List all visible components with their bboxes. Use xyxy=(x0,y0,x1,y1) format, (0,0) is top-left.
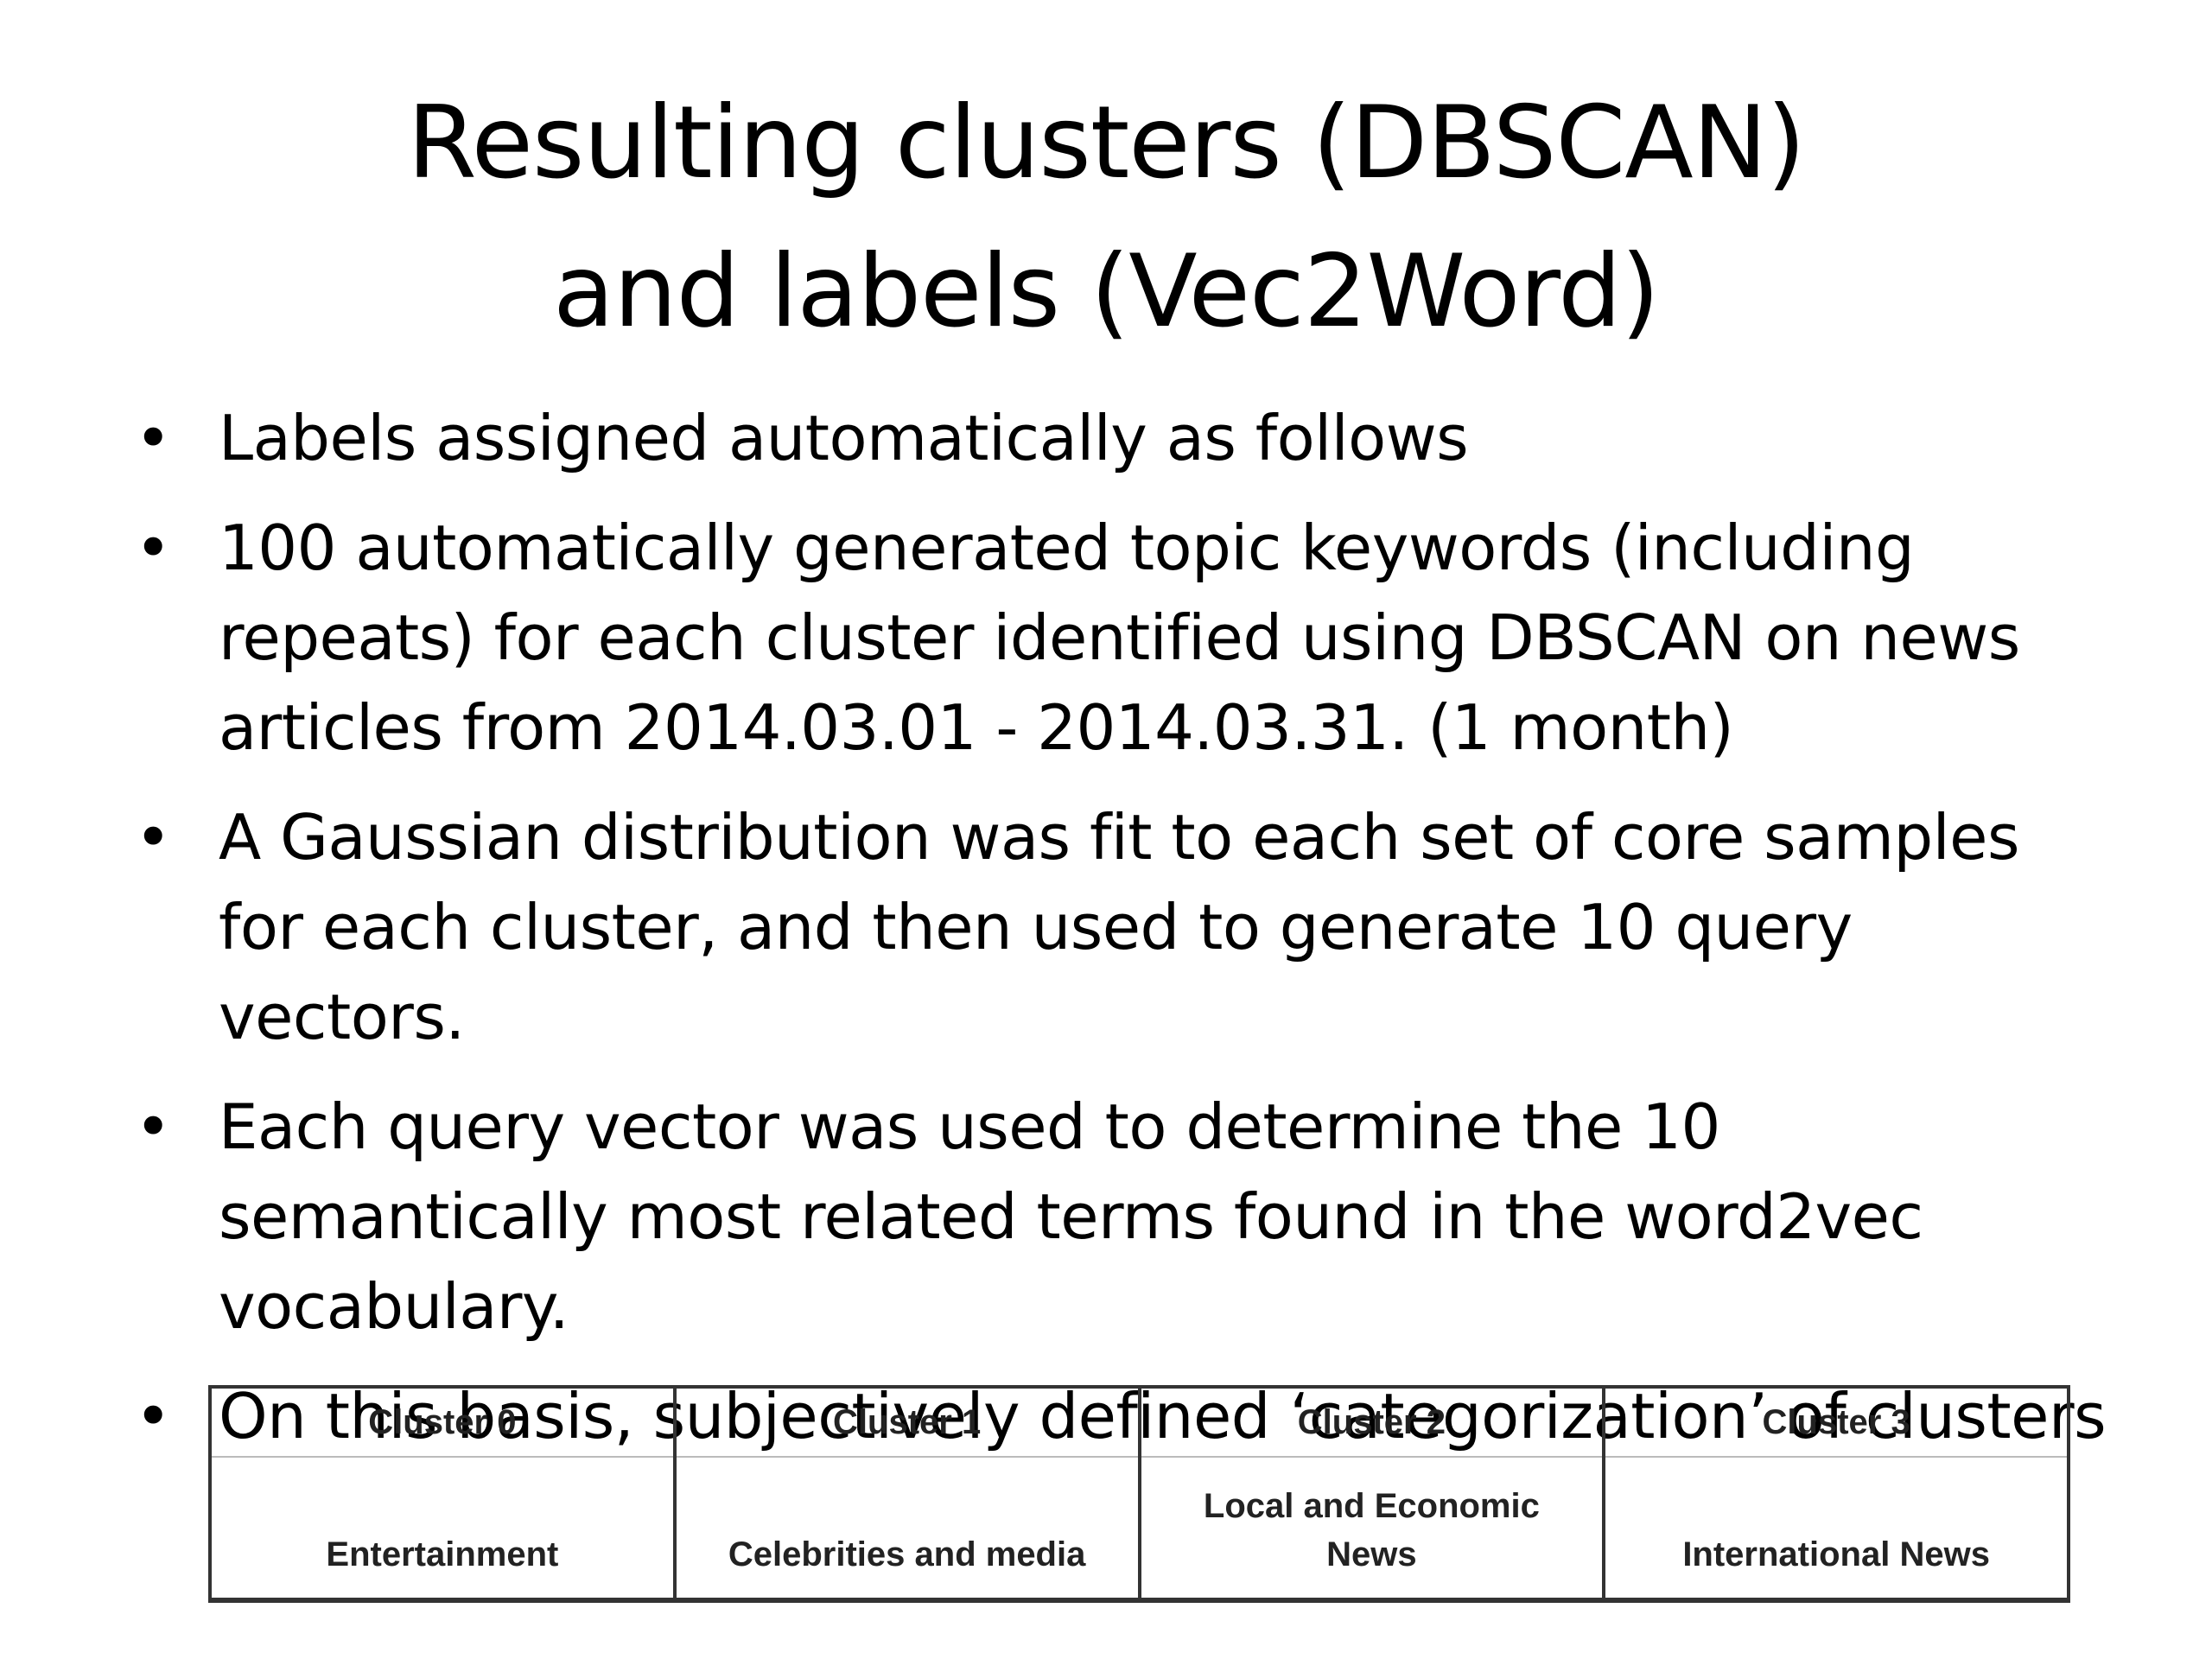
header-cell-cluster-1: Cluster 1 xyxy=(672,1385,1141,1458)
label-cell-cluster-1: Celebrities and media xyxy=(672,1457,1141,1603)
label-text: Celebrities and media xyxy=(728,1535,1086,1573)
header-cell-cluster-2: Cluster 2 xyxy=(1137,1385,1606,1458)
table-header-row: Cluster 0 Cluster 1 Cluster 2 Cluster 3 xyxy=(208,1385,2070,1458)
title-line-1: Resulting clusters (DBSCAN) xyxy=(407,85,1806,201)
label-cell-cluster-3: International News xyxy=(1602,1457,2070,1603)
bullet-text: Each query vector was used to determine … xyxy=(219,1090,1923,1343)
table-row: Entertainment Celebrities and media Loca… xyxy=(208,1457,2070,1603)
label-text-line-1: Local and Economic xyxy=(1203,1487,1540,1525)
bullet-item: • Labels assigned automatically as follo… xyxy=(130,393,2117,483)
label-text: International News xyxy=(1682,1535,1990,1573)
header-cell-cluster-3: Cluster 3 xyxy=(1602,1385,2070,1458)
bullet-marker: • xyxy=(135,402,171,474)
bullet-list: • Labels assigned automatically as follo… xyxy=(130,393,2117,1481)
bullet-marker: • xyxy=(135,512,171,584)
header-cell-cluster-0: Cluster 0 xyxy=(208,1385,677,1458)
bullet-item: • Each query vector was used to determin… xyxy=(130,1082,2117,1351)
label-text-line-2: News xyxy=(1326,1535,1417,1573)
label-text: Entertainment xyxy=(326,1535,559,1573)
bullet-text: A Gaussian distribution was fit to each … xyxy=(219,801,2019,1053)
bullet-text: 100 automatically generated topic keywor… xyxy=(219,512,2020,764)
label-cell-cluster-0: Entertainment xyxy=(208,1457,677,1603)
bullet-marker: • xyxy=(135,801,171,874)
bullet-item: • A Gaussian distribution was fit to eac… xyxy=(130,792,2117,1062)
title-line-2: and labels (Vec2Word) xyxy=(553,233,1660,350)
slide-title: Resulting clusters (DBSCAN) and labels (… xyxy=(0,69,2212,366)
cluster-table: Cluster 0 Cluster 1 Cluster 2 Cluster 3 … xyxy=(208,1385,2070,1603)
bullet-text: Labels assigned automatically as follows xyxy=(219,402,1469,474)
bullet-marker: • xyxy=(135,1380,171,1452)
bullet-item: • 100 automatically generated topic keyw… xyxy=(130,503,2117,772)
label-cell-cluster-2: Local and Economic News xyxy=(1137,1457,1606,1603)
bullet-marker: • xyxy=(135,1090,171,1163)
